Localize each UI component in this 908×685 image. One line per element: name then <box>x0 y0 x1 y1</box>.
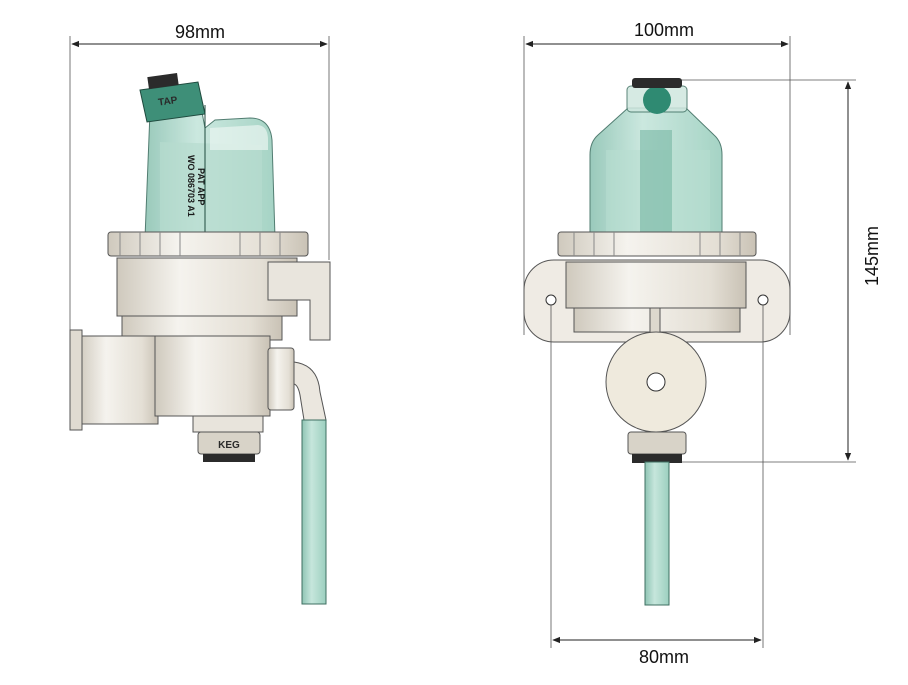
patent-line-2: WO 086703 A1 <box>186 155 196 217</box>
front-view: 100mm 145mm <box>523 20 882 667</box>
base-width-label: 80mm <box>639 647 689 667</box>
side-body: KEG <box>69 257 331 462</box>
side-view: 98mm TAP PAT APP WO 086703 A1 <box>69 22 331 605</box>
patent-line-1: PAT APP <box>196 168 206 205</box>
side-tube <box>301 419 327 605</box>
side-collar <box>107 231 309 257</box>
keg-label: KEG <box>218 440 240 451</box>
front-collar <box>557 231 757 257</box>
right-mount-hole <box>757 294 769 306</box>
tap-cap: TAP <box>139 72 206 123</box>
side-bottle: TAP PAT APP WO 086703 A1 <box>139 72 276 239</box>
front-bottle <box>589 78 723 237</box>
side-width-label: 98mm <box>175 22 225 42</box>
front-height-label: 145mm <box>862 226 882 286</box>
front-valve-hub <box>646 372 666 392</box>
front-tube <box>644 461 670 606</box>
left-mount-hole <box>545 294 557 306</box>
front-width-label: 100mm <box>634 20 694 40</box>
tap-label: TAP <box>158 95 179 109</box>
